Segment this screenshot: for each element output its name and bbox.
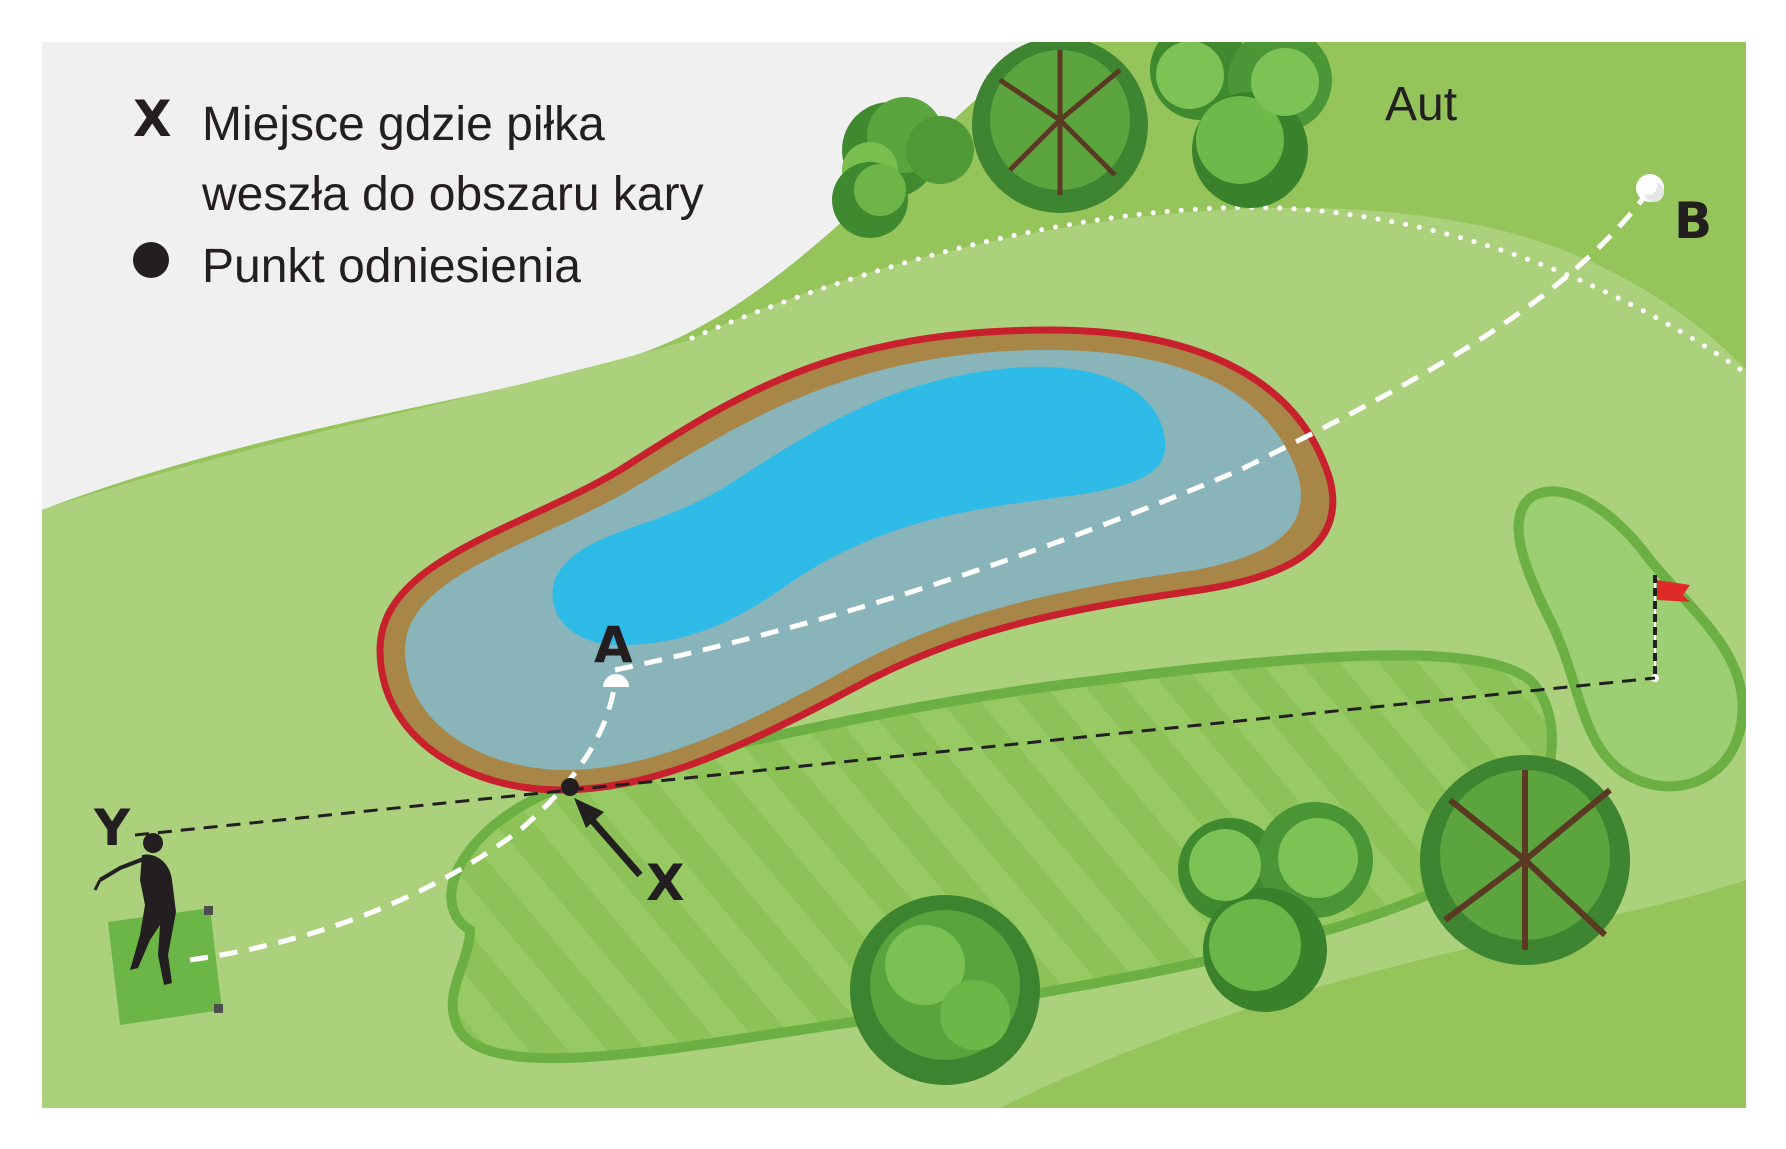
trees-top <box>832 42 1332 238</box>
ball-a <box>603 674 629 687</box>
reference-point <box>561 778 579 796</box>
point-a-label: A <box>594 616 633 674</box>
out-of-bounds-dotted-line <box>689 204 1746 375</box>
golfer-silhouette <box>93 833 176 985</box>
ball-b <box>1636 174 1664 202</box>
legend-x-symbol: X <box>133 90 172 148</box>
ball-flight-a-to-b <box>614 190 1651 673</box>
deep-water <box>552 366 1166 645</box>
tree-bottom-1 <box>850 895 1040 1085</box>
legend: X Miejsce gdzie piłka weszła do obszaru … <box>133 90 704 293</box>
reference-line <box>134 676 1656 837</box>
tree-top-1 <box>832 97 974 238</box>
ball-flight-tee-to-a <box>189 681 618 963</box>
flag-icon <box>1657 580 1690 602</box>
tree-top-2 <box>972 42 1148 213</box>
legend-x-line2: weszła do obszaru kary <box>201 168 704 221</box>
tree-bottom-2 <box>1178 802 1373 1012</box>
tree-bottom-3 <box>1420 755 1630 965</box>
legend-dot-label: Punkt odniesienia <box>202 240 581 293</box>
entry-arrow <box>574 798 643 878</box>
legend-dot-icon <box>133 242 169 278</box>
point-y-label: Y <box>93 799 131 857</box>
flag-pin <box>1651 575 1690 682</box>
point-b-label: B <box>1674 192 1712 250</box>
out-of-bounds-label: Aut <box>1385 78 1457 131</box>
trees-bottom <box>850 755 1630 1085</box>
legend-x-line1: Miejsce gdzie piłka <box>202 98 605 151</box>
putting-green <box>1513 486 1746 792</box>
tree-top-3 <box>1150 42 1332 208</box>
point-x-label: X <box>646 854 685 912</box>
